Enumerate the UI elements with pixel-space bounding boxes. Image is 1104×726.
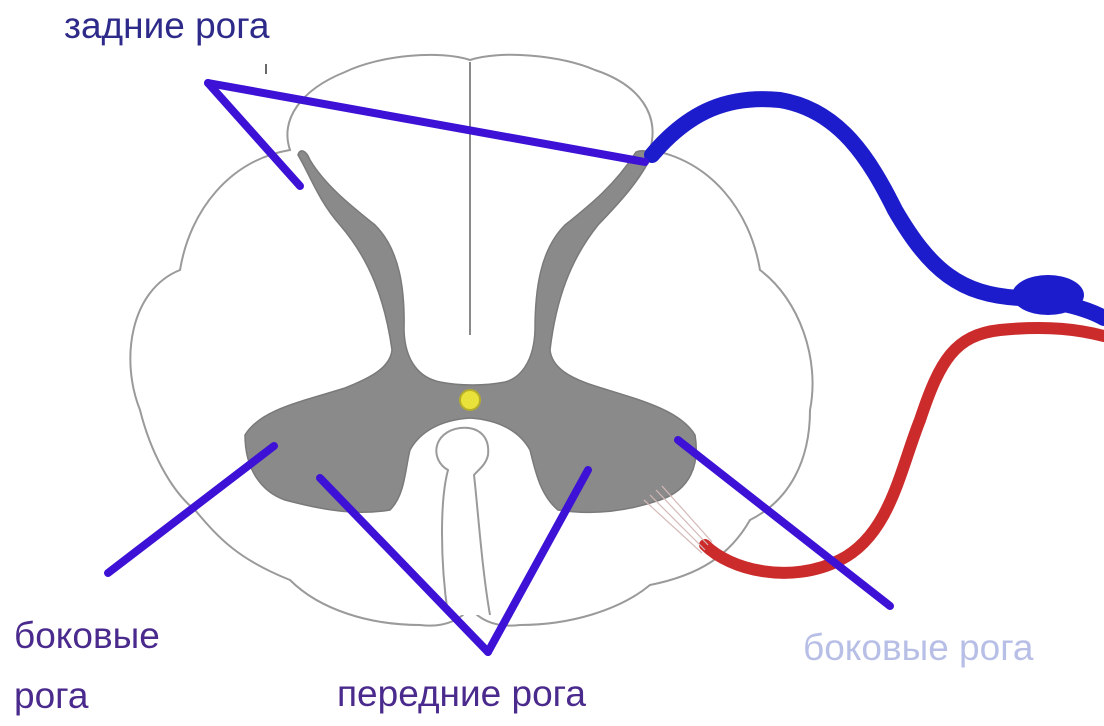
label-posterior-horns: задние рога bbox=[64, 4, 270, 48]
label-anterior-horns: передние рога bbox=[337, 672, 586, 716]
label-lateral-horns-left-line1: боковые bbox=[14, 606, 160, 666]
label-lateral-horns-right: боковые рога bbox=[803, 626, 1033, 670]
central-canal bbox=[460, 390, 480, 410]
label-lateral-horns-left-line2: рога bbox=[14, 666, 160, 726]
label-lateral-horns-left: боковые рога bbox=[14, 606, 160, 726]
dorsal-root-ganglion bbox=[1012, 275, 1084, 315]
